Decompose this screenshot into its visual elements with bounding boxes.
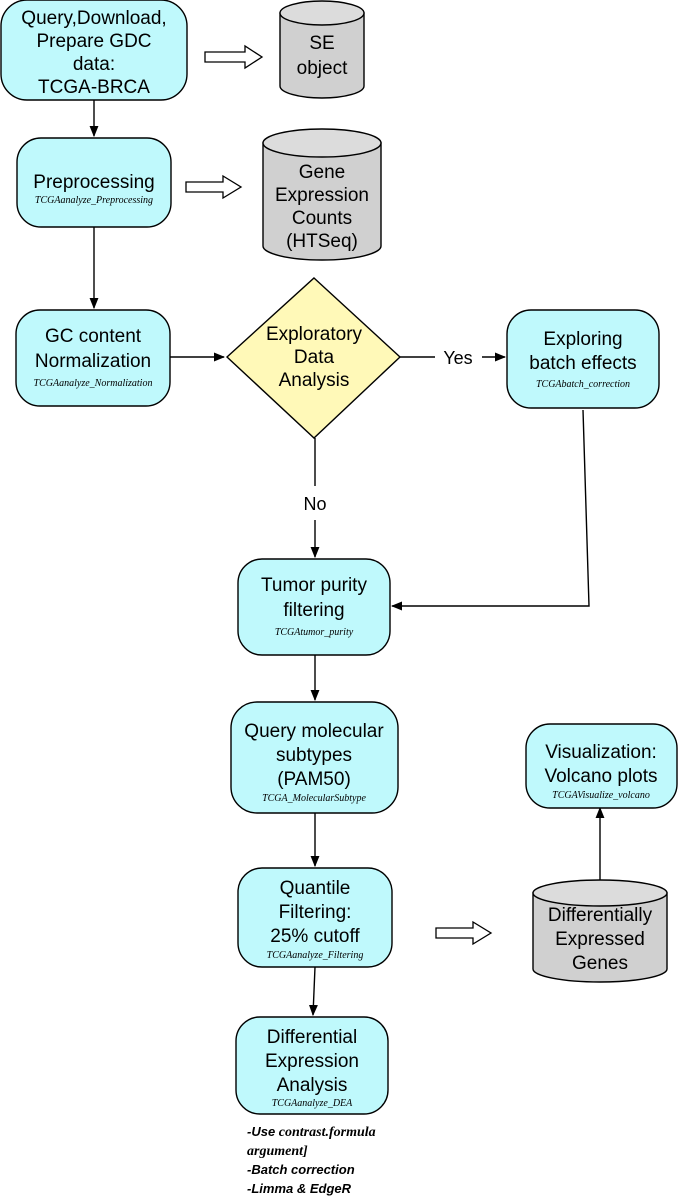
volcano-line-1: Visualization: [545,742,657,763]
normalization-line-2: Normalization [35,351,151,372]
note-line-3: -Batch correction [247,1162,355,1177]
quantile-function: TCGAanalyze_Filtering [267,950,364,961]
gene-counts-line-1: Gene [299,162,345,183]
arrow-quantile-to-dea [308,966,318,1017]
batch-line-1: Exploring [543,329,622,350]
eda-line-2: Data [294,347,335,368]
volcano-line-2: Volcano plots [544,766,657,787]
data-se-object: SE object [279,0,365,99]
note-line-2: argument] [247,1144,308,1159]
batch-function: TCGAbatch_correction [536,379,630,390]
gene-counts-line-2: Expression [275,185,369,206]
note-line-1-prefix: -Use [247,1124,279,1139]
hollow-arrow-query-to-se [204,44,264,70]
node-query-line-1: Query,Download, [21,8,166,29]
decision-exploratory-data-analysis: Exploratory Data Analysis [225,277,402,439]
subtypes-line-2: subtypes [276,745,352,766]
edge-label-no: No [303,494,326,514]
degs-line-3: Genes [572,953,628,974]
note-line-4: -Limma & EdgeR [247,1181,352,1196]
gene-counts-line-3: Counts [292,208,352,229]
quantile-line-3: 25% cutoff [270,926,360,947]
node-gc-normalization: GC content Normalization TCGAanalyze_Nor… [15,309,171,407]
dea-line-2: Expression [265,1051,359,1072]
eda-line-1: Exploratory [266,324,363,345]
degs-line-2: Expressed [555,929,645,950]
node-query-line-4: TCGA-BRCA [38,77,150,98]
volcano-function: TCGAVisualize_volcano [552,790,650,801]
note-line-1-code: contrast.formula [279,1125,376,1140]
preprocessing-title: Preprocessing [33,172,154,193]
hollow-arrow-quantile-to-degs [435,920,493,946]
data-gene-expression-counts: Gene Expression Counts (HTSeq) [262,128,382,261]
node-tumor-purity: Tumor purity filtering TCGAtumor_purity [237,558,391,656]
dea-function: TCGAanalyze_DEA [272,1098,353,1109]
purity-function: TCGAtumor_purity [275,627,354,638]
gene-counts-line-4: (HTSeq) [286,231,358,252]
se-object-line-1: SE [309,33,334,54]
preprocessing-function: TCGAanalyze_Preprocessing [35,195,153,206]
node-query-download: Query,Download, Prepare GDC data: TCGA-B… [0,0,188,101]
node-volcano-plots: Visualization: Volcano plots TCGAVisuali… [525,723,678,809]
node-molecular-subtypes: Query molecular subtypes (PAM50) TCGA_Mo… [230,701,399,814]
node-query-line-3: data: [73,54,115,75]
dea-notes: -Use contrast.formula argument] -Batch c… [247,1124,376,1196]
purity-line-2: filtering [283,600,344,621]
se-object-line-2: object [297,58,348,79]
edge-label-yes: Yes [443,348,472,368]
quantile-line-1: Quantile [280,878,351,899]
dea-line-3: Analysis [277,1075,348,1096]
node-batch-effects: Exploring batch effects TCGAbatch_correc… [506,309,660,409]
node-quantile-filtering: Quantile Filtering: 25% cutoff TCGAanaly… [237,867,393,968]
node-differential-expression: Differential Expression Analysis TCGAana… [235,1016,389,1115]
node-preprocessing: Preprocessing TCGAanalyze_Preprocessing [16,137,172,228]
normalization-function: TCGAanalyze_Normalization [34,378,153,389]
note-line-1: -Use contrast.formula [247,1124,376,1140]
degs-line-1: Differentially [548,905,653,926]
batch-line-2: batch effects [529,353,636,374]
eda-line-3: Analysis [279,370,350,391]
subtypes-line-3: (PAM50) [277,769,351,790]
hollow-arrow-preprocessing-to-counts [185,174,243,200]
node-query-line-2: Prepare GDC [36,31,151,52]
subtypes-line-1: Query molecular [244,721,384,742]
quantile-line-2: Filtering: [279,902,352,923]
dea-line-1: Differential [267,1027,357,1048]
data-differentially-expressed-genes: Differentially Expressed Genes [532,879,668,983]
normalization-line-1: GC content [45,326,142,347]
arrow-batch-to-purity [390,409,590,611]
subtypes-function: TCGA_MolecularSubtype [262,793,366,804]
purity-line-1: Tumor purity [261,575,367,596]
